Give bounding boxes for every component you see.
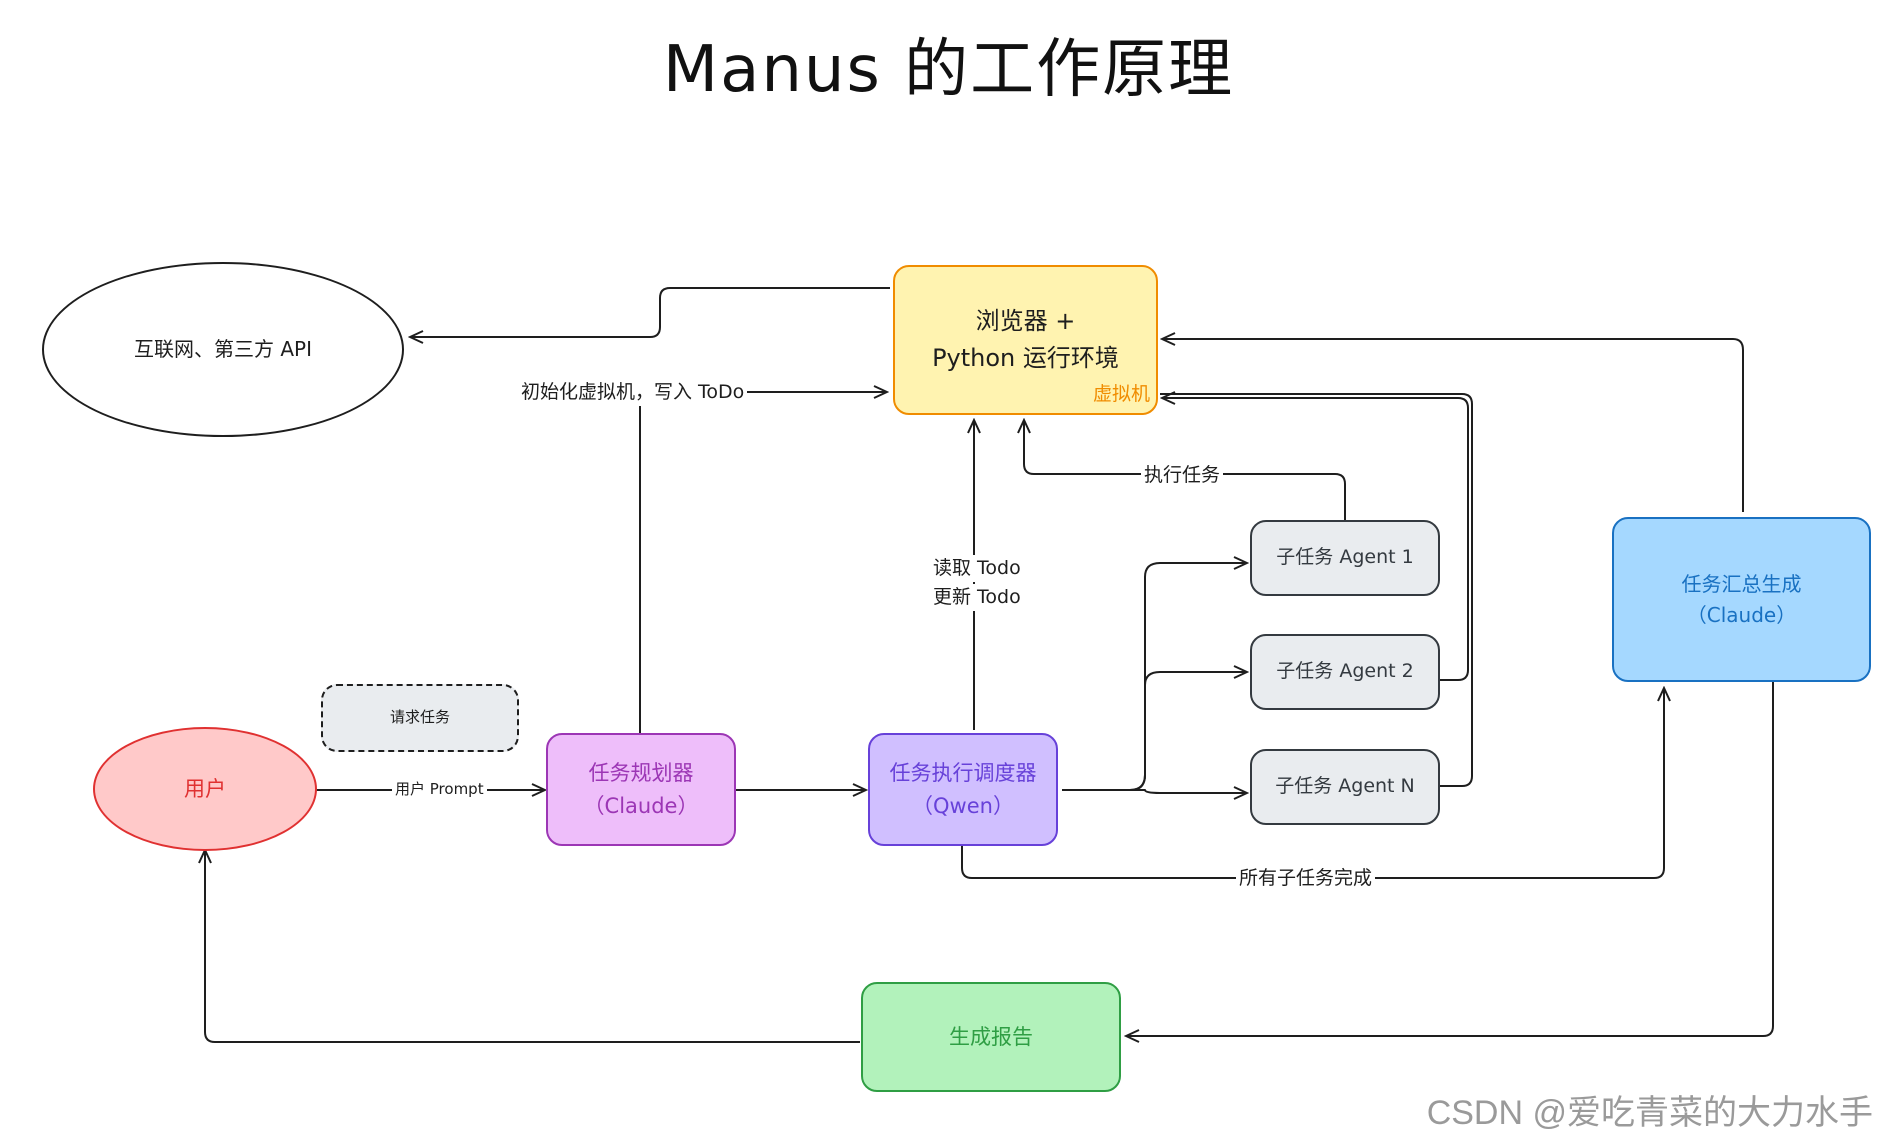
- agent1-label: 子任务 Agent 1: [1276, 546, 1414, 569]
- edge-scheduler-to-agent1: [1062, 563, 1247, 791]
- agent2-label: 子任务 Agent 2: [1276, 660, 1414, 683]
- edge-label-read-todo: 读取 Todo: [930, 555, 1024, 582]
- task-scheduler-node: 任务执行调度器 （Qwen）: [868, 733, 1058, 846]
- edge-agentN-to-browser: [1160, 393, 1473, 787]
- edge-scheduler-to-agent2: [1062, 672, 1247, 791]
- request-task-note: 请求任务: [321, 684, 519, 752]
- task-planner-node: 任务规划器 （Claude）: [546, 733, 736, 846]
- vm-tag: 虚拟机: [1092, 382, 1150, 405]
- browser-vm-node: 浏览器 + Python 运行环境 虚拟机: [893, 265, 1158, 415]
- edge-label-all-done: 所有子任务完成: [1236, 865, 1376, 892]
- scheduler-label-line2: （Qwen）: [912, 793, 1014, 818]
- planner-label-line1: 任务规划器: [588, 760, 694, 785]
- edge-label-exec-task: 执行任务: [1141, 462, 1224, 489]
- edge-label-init-vm: 初始化虚拟机，写入 ToDo: [518, 379, 748, 406]
- edge-summary-to-browser: [1162, 339, 1744, 512]
- csdn-watermark: CSDN @爱吃青菜的大力水手: [1426, 1094, 1873, 1132]
- edge-label-update-todo: 更新 Todo: [930, 584, 1024, 611]
- subtask-agent-1-node: 子任务 Agent 1: [1250, 520, 1440, 596]
- summary-label-line2: （Claude）: [1686, 602, 1797, 627]
- edge-scheduler-to-agentN: [1062, 790, 1247, 793]
- edge-agent2-to-browser: [1162, 398, 1469, 681]
- edge-planner-to-browser: [639, 392, 887, 733]
- summary-label-line1: 任务汇总生成: [1681, 571, 1802, 596]
- agentN-label: 子任务 Agent N: [1275, 775, 1415, 798]
- generate-report-node: 生成报告: [861, 982, 1121, 1092]
- internet-label: 互联网、第三方 API: [134, 337, 312, 361]
- edge-label-user-prompt: 用户 Prompt: [392, 779, 487, 800]
- subtask-agent-2-node: 子任务 Agent 2: [1250, 634, 1440, 710]
- edge-report-to-user: [205, 850, 860, 1043]
- scheduler-label-line1: 任务执行调度器: [889, 760, 1037, 785]
- user-node: 用户: [93, 727, 317, 851]
- request-task-label: 请求任务: [389, 708, 450, 727]
- planner-label-line2: （Claude）: [583, 793, 699, 818]
- subtask-agent-n-node: 子任务 Agent N: [1250, 749, 1440, 825]
- task-summary-node: 任务汇总生成 （Claude）: [1612, 517, 1871, 682]
- user-label: 用户: [184, 776, 226, 801]
- diagram-title: Manus 的工作原理: [662, 33, 1235, 107]
- browser-label-line2: Python 运行环境: [932, 344, 1119, 372]
- browser-label-line1: 浏览器 +: [975, 306, 1076, 335]
- report-label: 生成报告: [949, 1024, 1033, 1049]
- internet-node: 互联网、第三方 API: [42, 262, 404, 437]
- edge-browser-to-internet: [410, 287, 890, 337]
- edge-summary-to-report: [1126, 682, 1774, 1036]
